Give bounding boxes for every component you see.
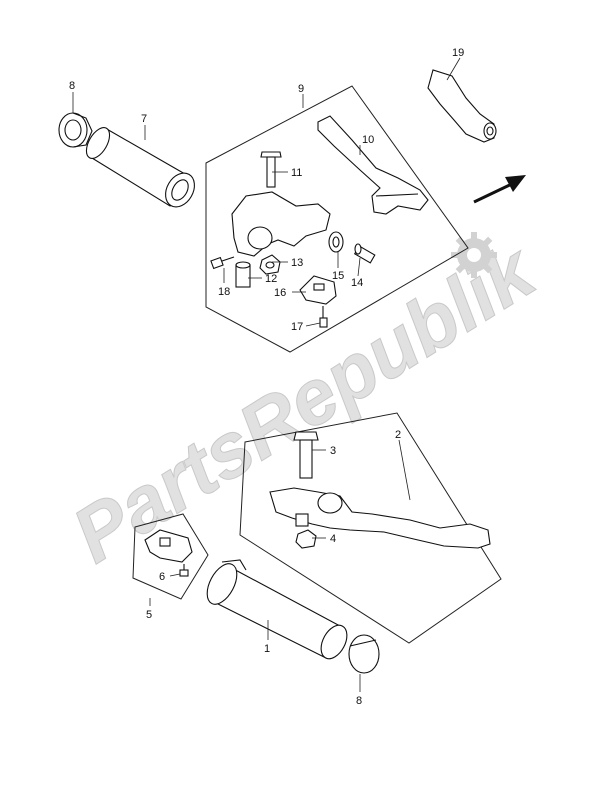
pivot-bolt-upper	[260, 151, 282, 188]
brake-switch	[144, 529, 193, 563]
clutch-lever	[317, 115, 429, 215]
callout-15: 15	[332, 270, 344, 282]
callout-14: 14	[351, 277, 363, 289]
spacer	[235, 261, 251, 288]
callout-2: 2	[395, 429, 401, 441]
leader-lines	[72, 57, 461, 692]
arrow-icon	[473, 175, 526, 204]
lever-holder	[231, 191, 331, 257]
callout-13: 13	[291, 257, 303, 269]
grip-end-bottom	[348, 634, 380, 674]
nut-lower	[295, 529, 317, 549]
callout-19: 19	[452, 47, 464, 59]
throttle-grip	[206, 559, 348, 660]
pivot-bolt-lower	[293, 431, 319, 479]
group-box-2	[239, 412, 502, 644]
screw-switch-lower	[179, 564, 189, 577]
group-box-5	[132, 513, 209, 600]
callout-8-top: 8	[69, 80, 75, 92]
clutch-switch	[299, 275, 337, 305]
callouts: 8 7 19 9 10 11 13 12 18 15 14 16 17 3 2 …	[69, 47, 464, 707]
callout-6: 6	[159, 571, 165, 583]
adjuster-pin	[353, 243, 376, 264]
lever-cover	[427, 69, 497, 143]
group-box-9	[205, 85, 469, 353]
grip-end-top	[58, 112, 93, 148]
callout-9: 9	[298, 83, 304, 95]
callout-1: 1	[264, 643, 270, 655]
adjuster-wheel	[328, 231, 344, 253]
callout-8-bottom: 8	[356, 695, 362, 707]
callout-12: 12	[265, 273, 277, 285]
brake-lever	[269, 487, 491, 549]
screw-holder	[210, 256, 235, 270]
screw-switch-upper	[319, 306, 328, 328]
callout-16: 16	[274, 287, 286, 299]
callout-11: 11	[291, 167, 302, 179]
callout-10: 10	[362, 134, 374, 146]
nut-upper	[259, 254, 281, 275]
callout-3: 3	[330, 445, 336, 457]
callout-7: 7	[141, 113, 147, 125]
handlebar-grip-left	[85, 127, 195, 208]
callout-17: 17	[291, 321, 303, 333]
gear-icon	[451, 232, 497, 278]
callout-5: 5	[146, 609, 152, 621]
callout-18: 18	[218, 286, 230, 298]
callout-4: 4	[330, 533, 336, 545]
